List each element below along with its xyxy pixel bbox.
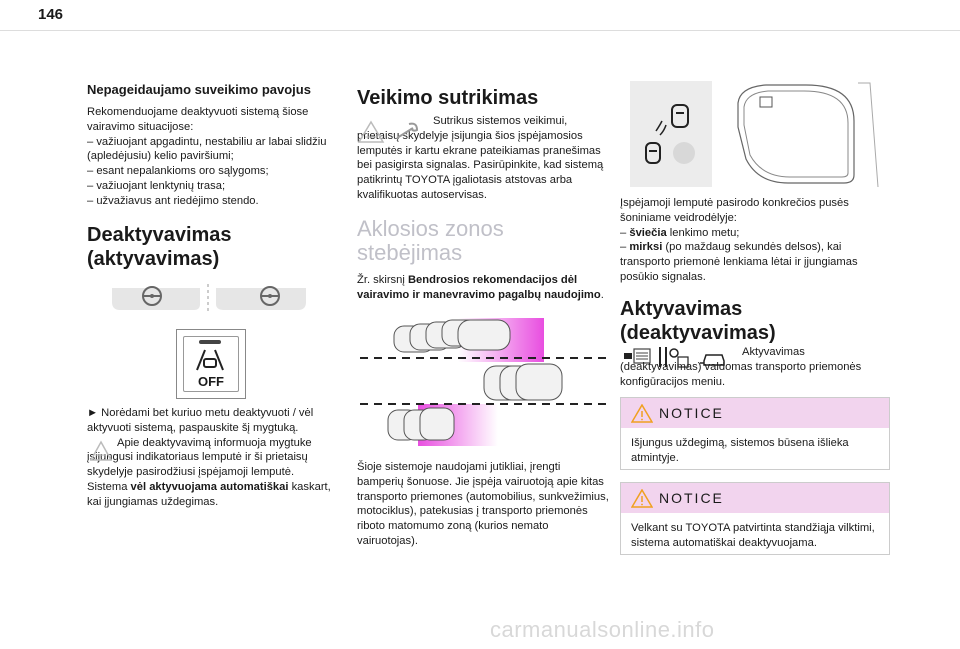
deactivation-title-line2: (aktyvavimas) bbox=[87, 247, 220, 270]
mirror-item-2-rest: (po maždaug sekundės delsos), kai transp… bbox=[620, 241, 858, 283]
steering-wheel-warning-icons bbox=[112, 284, 306, 314]
off-label: OFF bbox=[198, 374, 224, 389]
activation-title-line1: Aktyvavimas bbox=[620, 297, 743, 320]
reactivation-post: kaskart, kai įjungiamas uždegimas. bbox=[87, 480, 331, 508]
notice-label-1: NOTICE bbox=[659, 405, 724, 421]
reactivation-pre: Sistema bbox=[87, 480, 131, 493]
activation-text: Aktyvavimas (deaktyvavimas) valdomas tra… bbox=[620, 346, 862, 388]
mirror-text: Įspėjamoji lemputė pasirodo konkrečios p… bbox=[620, 197, 849, 224]
malfunction-title: Veikimo sutrikimas bbox=[357, 87, 539, 109]
watermark: carmanualsonline.info bbox=[490, 617, 715, 642]
mirror-item-1-bold: šviečia bbox=[629, 226, 667, 239]
warning-icon bbox=[631, 404, 653, 423]
blind-spot-title: Aklosios zonos stebėjimas bbox=[357, 215, 504, 265]
reference-bold: Bendrosios rekomendacijos dėl vairavimo … bbox=[357, 273, 601, 301]
warning-icon bbox=[631, 489, 653, 508]
deactivation-text: ► Norėdami bet kuriuo metu deaktyvuoti /… bbox=[87, 406, 339, 510]
notice-label-2: NOTICE bbox=[659, 490, 724, 506]
mirror-text-block: Įspėjamoji lemputė pasirodo konkrečios p… bbox=[620, 196, 882, 345]
notice-header-2: NOTICE bbox=[621, 483, 889, 513]
reactivation-text: Sistema vėl aktyvuojama automatiškai kas… bbox=[87, 480, 339, 510]
risk-item-2: – esant nepalankioms oro sąlygoms; bbox=[87, 165, 269, 178]
risk-item-4: – užvažiavus ant riedėjimo stendo. bbox=[87, 194, 259, 207]
mirror-item-1-rest: lenkimo metu; bbox=[666, 226, 740, 239]
notice-header-1: NOTICE bbox=[621, 398, 889, 428]
reactivation-bold: vėl aktyvuojama automatiškai bbox=[130, 480, 289, 493]
column-middle: Veikimo sutrikimas Sutrikus sistemos vei… bbox=[357, 86, 609, 302]
notice-text-2: Velkant su TOYOTA patvirtinta standžiąja… bbox=[631, 522, 875, 549]
notice-text-1: Išjungus uždegimą, sistemos būsena išlie… bbox=[631, 437, 849, 464]
risk-intro: Rekomenduojame deaktyvuoti sistemą šiose… bbox=[87, 106, 309, 133]
header-divider bbox=[0, 30, 960, 31]
risk-item-1: – važiuojant apgadintu, nestabiliu ar la… bbox=[87, 135, 327, 163]
lane-assist-off-button[interactable]: OFF bbox=[176, 329, 246, 399]
mirror-item-2: – mirksi (po maždaug sekundės delsos), k… bbox=[620, 241, 858, 283]
malfunction-text: Sutrikus sistemos veikimui, prietaisų sk… bbox=[357, 115, 604, 201]
blind-spot-body: Šioje sistemoje naudojami jutikliai, įre… bbox=[357, 461, 609, 547]
mirror-item-2-bold: mirksi bbox=[629, 241, 663, 254]
activation-title-line2: (deaktyvavimas) bbox=[620, 321, 776, 344]
settings-menu-icons bbox=[624, 347, 725, 368]
notice-box-2: NOTICE Velkant su TOYOTA patvirtinta sta… bbox=[620, 482, 890, 555]
risk-heading: Nepageidaujamo suveikimo pavojus bbox=[87, 82, 311, 97]
deactivation-note: Apie deaktyvavimą informuoja mygtuke įsi… bbox=[87, 436, 312, 479]
info-note-icon bbox=[89, 440, 113, 461]
mirror-item-1: – šviečia lenkimo metu; bbox=[620, 226, 740, 239]
column-left: Nepageidaujamo suveikimo pavojus Rekomen… bbox=[87, 82, 339, 271]
lane-car-icon bbox=[196, 349, 224, 371]
page-number: 146 bbox=[38, 6, 64, 23]
deactivation-instruction: ► Norėdami bet kuriuo metu deaktyvuoti /… bbox=[87, 407, 314, 434]
service-warning-icons bbox=[357, 120, 419, 143]
reference-text: Žr. skirsnį Bendrosios rekomendacijos dė… bbox=[357, 273, 609, 303]
risk-item-3: – važiuojant lenktynių trasa; bbox=[87, 179, 226, 192]
reference-post: . bbox=[600, 288, 604, 301]
notice-box-1: NOTICE Išjungus uždegimą, sistemos būsen… bbox=[620, 397, 890, 470]
mirror-warning-illustration bbox=[630, 81, 879, 188]
reference-pre: Žr. skirsnį bbox=[357, 273, 408, 286]
deactivation-title-line1: Deaktyvavimas bbox=[87, 223, 232, 246]
blind-spot-diagram bbox=[360, 318, 612, 446]
